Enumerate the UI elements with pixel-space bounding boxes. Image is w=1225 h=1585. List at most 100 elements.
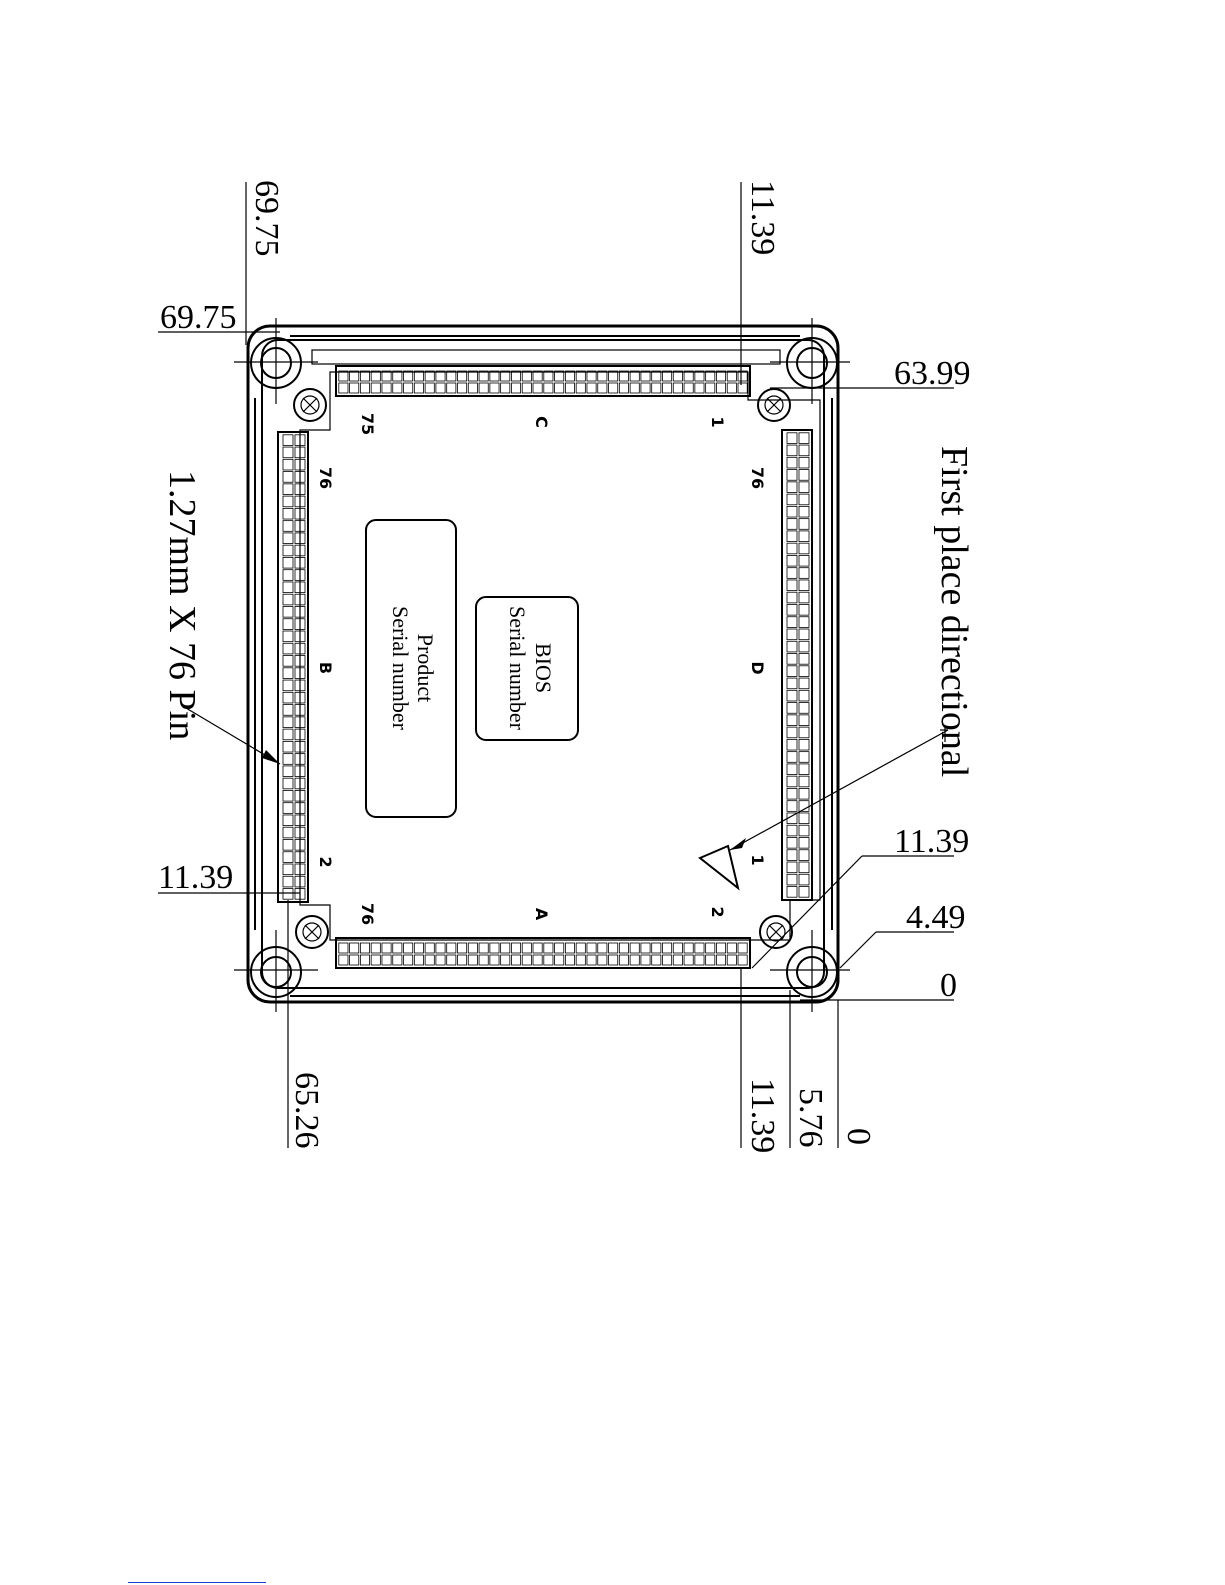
- connector-pin: [706, 943, 715, 953]
- connector-pin: [787, 764, 797, 775]
- connector-pin: [799, 727, 809, 738]
- connector-pin: [609, 383, 618, 393]
- connector-pin: [799, 764, 809, 775]
- connector-pin: [283, 545, 293, 556]
- dim-zero-bottom: 0: [840, 1128, 877, 1145]
- connector-pin: [576, 943, 585, 953]
- connector-pin: [787, 641, 797, 652]
- connector-pin: [436, 943, 445, 953]
- connector-pin: [787, 666, 797, 677]
- connector-pin: [799, 568, 809, 579]
- connector-pin: [787, 592, 797, 603]
- connector-pin: [684, 955, 693, 965]
- connector-pin: [283, 790, 293, 801]
- connector-pin: [738, 383, 747, 393]
- connector-pin: [662, 955, 671, 965]
- connector-pin: [787, 617, 797, 628]
- connector-pin: [404, 955, 413, 965]
- connector-pin: [522, 383, 531, 393]
- connector-pin: [533, 383, 542, 393]
- connector-pin: [799, 592, 809, 603]
- connector-pin: [727, 383, 736, 393]
- connector-pin: [652, 955, 661, 965]
- connector-d-pin-start: 1: [748, 854, 767, 865]
- connector-pin: [787, 862, 797, 873]
- dim-63-99: 63.99: [894, 355, 971, 392]
- dim-65-26: 65.26: [288, 1072, 325, 1149]
- standoff-bottom-left: [296, 916, 328, 948]
- connector-b-pin-end: 76: [316, 467, 335, 489]
- connector-pin: [533, 955, 542, 965]
- connector-pin: [511, 943, 520, 953]
- dim-11-39-right: 11.39: [894, 823, 969, 860]
- connector-pin: [425, 383, 434, 393]
- connector-pin: [619, 943, 628, 953]
- connector-pin: [576, 383, 585, 393]
- connector-pin: [799, 482, 809, 493]
- connector-pin: [799, 604, 809, 615]
- connector-pin: [787, 543, 797, 554]
- connector-pin: [787, 568, 797, 579]
- connector-pin: [350, 955, 359, 965]
- connector-pin: [787, 457, 797, 468]
- first-place-directional-label: First place directional: [933, 446, 975, 777]
- connector-pin: [799, 457, 809, 468]
- connector-pin: [787, 715, 797, 726]
- connector-pin: [799, 506, 809, 517]
- connector-pin: [283, 827, 293, 838]
- connector-pin: [787, 433, 797, 444]
- connector-pin: [544, 943, 553, 953]
- connector-a-letter: A: [532, 908, 551, 921]
- connector-pin: [457, 955, 466, 965]
- connector-pin: [457, 383, 466, 393]
- connector-pin: [716, 943, 725, 953]
- connector-pin: [360, 383, 369, 393]
- connector-d: [782, 430, 812, 900]
- connector-pin: [283, 766, 293, 777]
- connector-pin: [468, 943, 477, 953]
- connector-pin: [283, 815, 293, 826]
- connector-pin: [799, 690, 809, 701]
- dim-11-39-top: 11.39: [744, 180, 781, 255]
- connector-pin: [490, 943, 499, 953]
- connector-pin: [339, 383, 348, 393]
- connector-pin: [787, 690, 797, 701]
- connector-pin: [799, 887, 809, 898]
- connector-d-pin-end: 76: [748, 467, 767, 489]
- connector-pin: [501, 943, 510, 953]
- connector-pin: [787, 788, 797, 799]
- connector-pin: [799, 641, 809, 652]
- connector-pin: [799, 580, 809, 591]
- connector-pin: [673, 943, 682, 953]
- connector-pin: [436, 955, 445, 965]
- connector-pin: [787, 506, 797, 517]
- connector-pin: [283, 705, 293, 716]
- connector-pin: [544, 955, 553, 965]
- connector-pin: [414, 943, 423, 953]
- connector-pin: [283, 717, 293, 728]
- connector-pin: [382, 943, 391, 953]
- connector-pin: [787, 825, 797, 836]
- connector-pin: [555, 955, 564, 965]
- connector-pin: [404, 383, 413, 393]
- product-serial-label: Serial number: [388, 606, 413, 731]
- connector-pin: [799, 629, 809, 640]
- connector-pin: [425, 955, 434, 965]
- connector-pin: [360, 943, 369, 953]
- dim-zero-right: 0: [940, 967, 957, 1004]
- connector-pin: [695, 955, 704, 965]
- connector-pin: [787, 482, 797, 493]
- connector-pin: [490, 383, 499, 393]
- connector-a-pin-end: 76: [358, 903, 377, 925]
- connector-pin: [799, 445, 809, 456]
- connector-pin: [787, 494, 797, 505]
- product-serial-box: Product Serial number: [366, 520, 456, 817]
- connector-pin: [695, 383, 704, 393]
- connector-pin: [799, 703, 809, 714]
- connector-pin: [283, 631, 293, 642]
- connector-pin: [479, 955, 488, 965]
- connector-pin: [522, 955, 531, 965]
- connector-b-pin-start: 2: [316, 856, 335, 867]
- connector-pin: [787, 801, 797, 812]
- connector-pin: [283, 496, 293, 507]
